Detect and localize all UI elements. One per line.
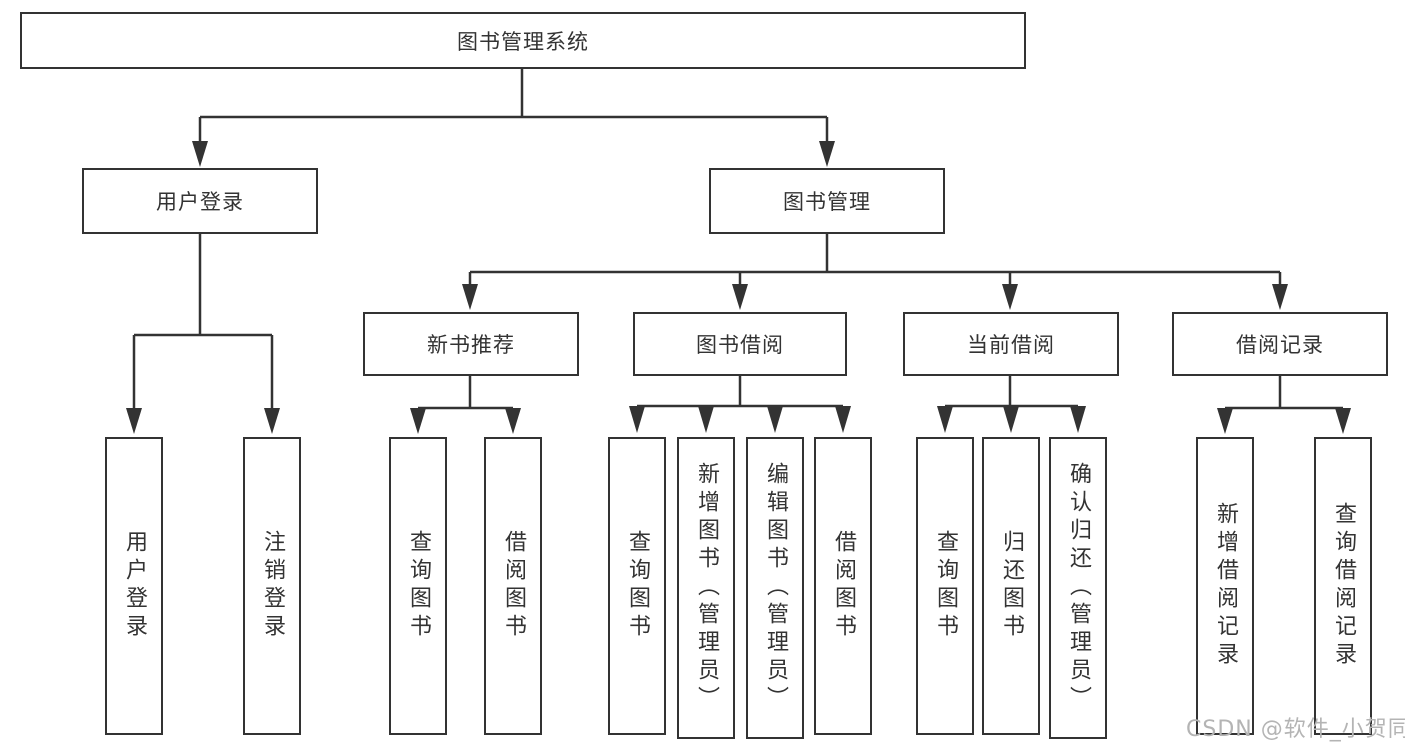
- leaf-add-books-admin-label: 新增图书（管理员）: [694, 462, 719, 714]
- node-user-login: 用户登录: [82, 168, 318, 234]
- node-root: 图书管理系统: [20, 12, 1026, 69]
- leaf-borrow-books-recommend-label: 借阅图书: [501, 530, 526, 642]
- node-new-book-recommendation: 新书推荐: [363, 312, 579, 376]
- leaf-query-books-recommend: 查询图书: [389, 437, 447, 735]
- leaf-add-borrow-record-label: 新增借阅记录: [1213, 502, 1238, 670]
- leaf-query-books-current: 查询图书: [916, 437, 974, 735]
- arrowheads: [126, 141, 1351, 434]
- leaf-add-books-admin: 新增图书（管理员）: [677, 437, 735, 739]
- leaf-borrow-books-recommend: 借阅图书: [484, 437, 542, 735]
- leaf-query-books-recommend-label: 查询图书: [406, 530, 431, 642]
- leaf-user-login-label: 用户登录: [122, 530, 147, 642]
- leaf-query-books-borrow-label: 查询图书: [625, 530, 650, 642]
- leaf-return-books-label: 归还图书: [999, 530, 1024, 642]
- node-book-management: 图书管理: [709, 168, 945, 234]
- leaf-edit-books-admin-label: 编辑图书（管理员）: [763, 462, 788, 714]
- leaf-query-borrow-record-label: 查询借阅记录: [1331, 502, 1356, 670]
- leaf-return-books: 归还图书: [982, 437, 1040, 735]
- leaf-query-books-borrow: 查询图书: [608, 437, 666, 735]
- leaf-confirm-return-admin-label: 确认归还（管理员）: [1066, 462, 1091, 714]
- leaf-user-login: 用户登录: [105, 437, 163, 735]
- leaf-confirm-return-admin: 确认归还（管理员）: [1049, 437, 1107, 739]
- node-current-borrowing: 当前借阅: [903, 312, 1119, 376]
- node-borrowing-records: 借阅记录: [1172, 312, 1388, 376]
- leaf-borrow-books-label: 借阅图书: [831, 530, 856, 642]
- leaf-edit-books-admin: 编辑图书（管理员）: [746, 437, 804, 739]
- node-book-borrowing: 图书借阅: [633, 312, 847, 376]
- leaf-add-borrow-record: 新增借阅记录: [1196, 437, 1254, 735]
- leaf-borrow-books: 借阅图书: [814, 437, 872, 735]
- leaf-query-books-current-label: 查询图书: [933, 530, 958, 642]
- csdn-watermark: CSDN @软件_小贺同学: [1186, 717, 1405, 742]
- leaf-logout-label: 注销登录: [260, 530, 285, 642]
- leaf-query-borrow-record: 查询借阅记录: [1314, 437, 1372, 735]
- leaf-logout: 注销登录: [243, 437, 301, 735]
